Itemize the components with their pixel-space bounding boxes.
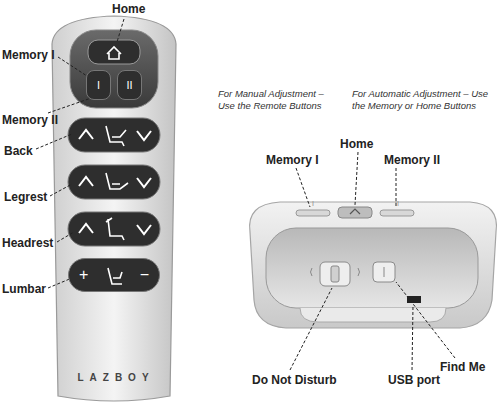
callout-label: Home: [112, 2, 145, 16]
callout-label: Legrest: [4, 190, 47, 204]
callout-label: USB port: [388, 373, 440, 387]
button-label: I: [97, 79, 100, 91]
button-label: II: [126, 79, 132, 91]
brand-logo: LAZBOY: [77, 372, 154, 383]
chair-icon: [103, 264, 127, 288]
callout-label: Find Me: [440, 360, 485, 374]
callout-label: Memory II: [2, 113, 58, 127]
callout-label: Lumbar: [2, 282, 46, 296]
callout-label: Memory I: [2, 48, 55, 62]
slot-marking: I: [312, 200, 314, 207]
instruction-note: For Manual Adjustment – Use the Remote B…: [218, 88, 343, 112]
instruction-note: For Automatic Adjustment – Use the Memor…: [352, 88, 492, 112]
callout-label: Back: [4, 144, 33, 158]
callout-label: Headrest: [2, 236, 53, 250]
callout-label: Do Not Disturb: [252, 373, 337, 387]
button-label: −: [140, 266, 149, 284]
callout-label: Memory I: [266, 153, 319, 167]
lumbar-rocker: +−: [68, 258, 160, 292]
memory-button: II: [117, 70, 142, 100]
slot-marking: II: [395, 200, 399, 207]
callout-label: Memory II: [384, 153, 440, 167]
callout-label: Home: [340, 137, 373, 151]
button-label: +: [79, 266, 88, 284]
memory-button: I: [86, 70, 111, 100]
